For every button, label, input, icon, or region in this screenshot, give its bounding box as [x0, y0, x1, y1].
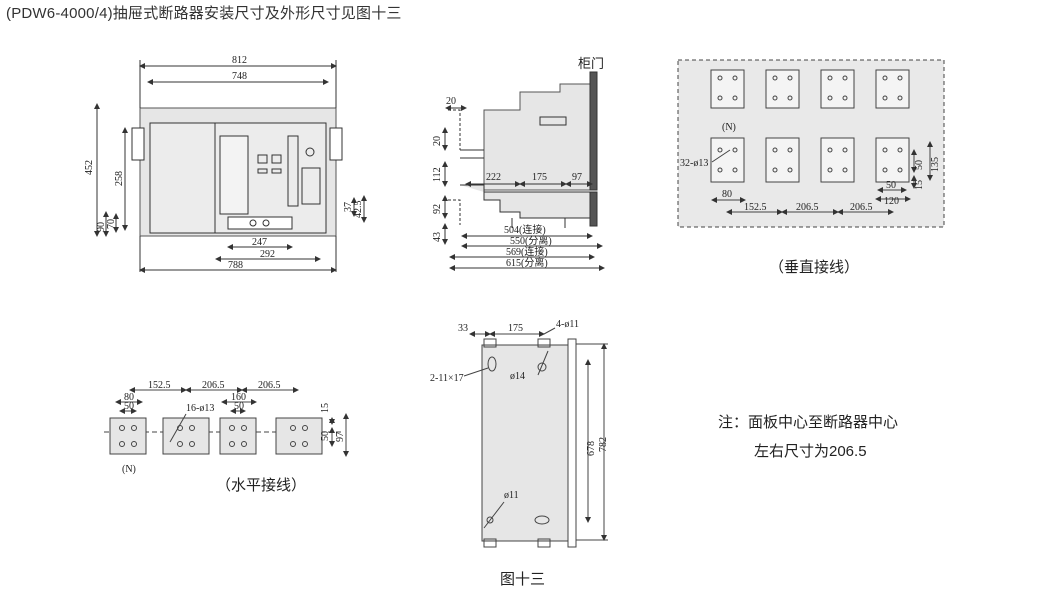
- dim-side-550: 550(分离): [510, 234, 552, 247]
- page-title: (PDW6-4000/4)抽屉式断路器安装尺寸及外形尺寸见图十三: [6, 5, 402, 22]
- v-dim-206-5b: 206.5: [850, 202, 873, 213]
- m-dim-175: 175: [508, 323, 523, 334]
- h-dim-50: 50: [320, 431, 331, 441]
- side-view: [442, 71, 605, 271]
- v-dim-50w: 50: [886, 180, 896, 191]
- horizontal-wiring: [104, 387, 349, 457]
- note-text: 注：面板中心至断路器中心 左右尺寸为206.5: [718, 408, 898, 466]
- dim-side-504: 504(连接): [504, 223, 546, 236]
- h-dim-15: 15: [320, 403, 331, 413]
- terminal-row-top: [710, 69, 910, 109]
- dim-side-97: 97: [572, 172, 582, 183]
- dim-side-615: 615(分离): [506, 256, 548, 269]
- dim-side-92: 92: [432, 204, 443, 214]
- dim-258: 258: [114, 171, 125, 186]
- v-dim-135: 135: [930, 157, 941, 172]
- m-d11-label: ø11: [504, 490, 519, 501]
- m-dim-678: 678: [586, 441, 597, 456]
- dim-247: 247: [252, 237, 267, 248]
- vertical-wiring-caption: （垂直接线）: [769, 260, 860, 276]
- v-dim-152-5: 152.5: [744, 202, 767, 213]
- v-dim-206-5a: 206.5: [796, 202, 819, 213]
- dim-side-43: 43: [432, 232, 443, 242]
- dim-788: 788: [228, 260, 243, 271]
- h-dim-50a: 50: [124, 401, 134, 412]
- mounting-view: [463, 327, 608, 548]
- h-dim-97: 97: [335, 432, 346, 442]
- vertical-wiring-panel: [677, 59, 945, 228]
- door-label: 柜门: [578, 56, 604, 71]
- v-neutral-label: (N): [722, 122, 736, 133]
- dim-452: 452: [84, 160, 95, 175]
- m-dim-33: 33: [458, 323, 468, 334]
- dim-748: 748: [232, 71, 247, 82]
- v-dim-120: 120: [884, 196, 899, 207]
- m-holes-label: 4-ø11: [556, 319, 579, 330]
- v-dim-80: 80: [722, 189, 732, 200]
- m-dim-782: 782: [598, 437, 609, 452]
- figure-caption: 图十三: [500, 571, 546, 588]
- m-slot-label: 2-11×17: [430, 373, 464, 384]
- dim-side-175: 175: [532, 172, 547, 183]
- front-view: [94, 60, 367, 273]
- m-d14-label: ø14: [510, 371, 525, 382]
- dim-37: 37: [343, 202, 354, 212]
- h-dim-206-5b: 206.5: [258, 380, 281, 391]
- h-dim-152-5: 152.5: [148, 380, 171, 391]
- h-neutral-label: (N): [122, 464, 136, 475]
- dim-side-222: 222: [486, 172, 501, 183]
- h-dim-206-5a: 206.5: [202, 380, 225, 391]
- h-dim-50b: 50: [234, 401, 244, 412]
- dim-side-20b: 20: [432, 136, 443, 146]
- dim-90: 90: [96, 222, 107, 232]
- h-dim-160: 160: [231, 392, 246, 403]
- dim-side-112: 112: [432, 167, 443, 182]
- dim-70: 70: [106, 219, 117, 229]
- v-dim-50h: 50: [914, 160, 925, 170]
- terminal-row-bottom: [710, 137, 910, 183]
- dim-292: 292: [260, 249, 275, 260]
- horizontal-wiring-caption: （水平接线）: [216, 478, 307, 494]
- dim-42-5: 42.5: [353, 201, 364, 219]
- h-dim-80: 80: [124, 392, 134, 403]
- note-line-2: 左右尺寸为206.5: [754, 443, 867, 460]
- v-hole-label: 32-ø13: [680, 158, 708, 169]
- note-line-1: 注：面板中心至断路器中心: [718, 414, 899, 431]
- dim-side-569: 569(连接): [506, 245, 548, 258]
- h-hole-label: 16-ø13: [186, 403, 214, 414]
- dim-812: 812: [232, 55, 247, 66]
- v-dim-15: 15: [914, 180, 925, 190]
- dim-side-20a: 20: [446, 96, 456, 107]
